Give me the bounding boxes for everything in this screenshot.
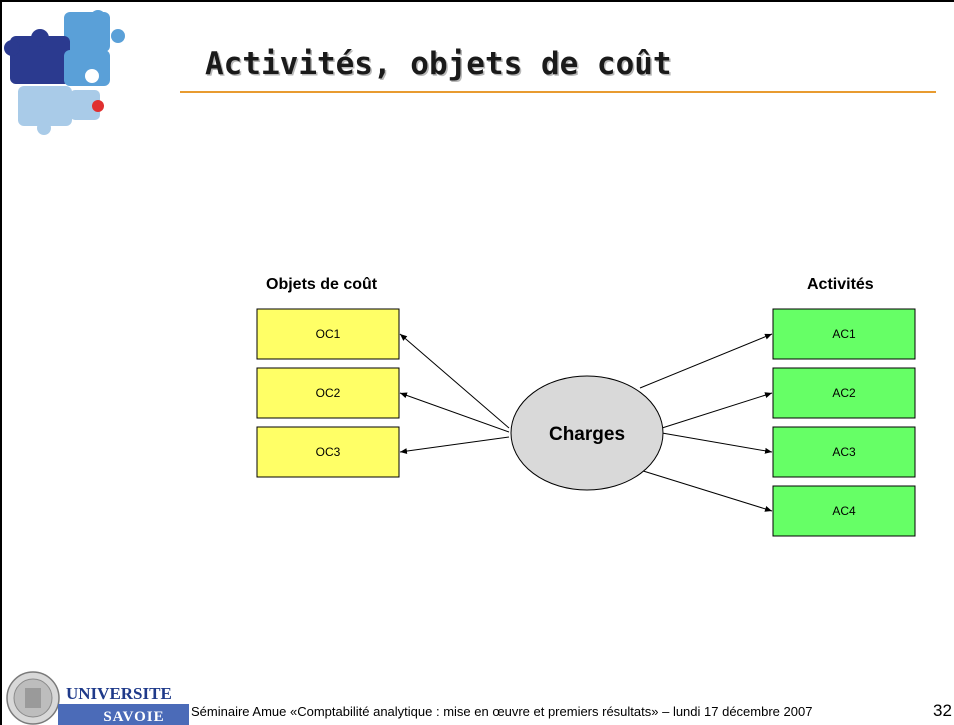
cost-object-box	[256, 308, 400, 360]
slide-border-left	[0, 0, 2, 725]
footer-text: Séminaire Amue «Comptabilité analytique …	[191, 704, 813, 719]
activity-label: AC3	[832, 445, 856, 459]
allocation-arrow	[661, 432, 773, 454]
page-number: 32	[933, 701, 952, 720]
activity-box	[772, 426, 916, 478]
activity-label: AC1	[832, 327, 856, 341]
charges-label: Charges	[549, 424, 625, 445]
cost-object-label: OC1	[316, 327, 341, 341]
activity-box	[772, 485, 916, 537]
allocation-arrow	[399, 392, 510, 433]
allocation-arrow	[639, 469, 773, 512]
allocation-arrow	[399, 436, 510, 455]
activity-box	[772, 308, 916, 360]
allocation-arrow	[399, 333, 510, 429]
slide-border-top	[0, 0, 954, 2]
cost-object-box	[256, 367, 400, 419]
cost-objects-header: Objets de coût	[266, 276, 378, 293]
logo-text: UNIVERSITE	[66, 684, 172, 703]
cost-object-label: OC3	[316, 445, 341, 459]
cost-object-box	[256, 426, 400, 478]
charges-node	[510, 375, 664, 491]
activity-label: AC4	[832, 504, 856, 518]
slide-title: Activités, objets de coût	[205, 46, 672, 82]
allocation-arrow	[661, 392, 773, 429]
universite-savoie-logo: UNIVERSITE SAVOIE	[6, 671, 189, 725]
puzzle-logo-icon	[4, 10, 125, 135]
activities-header: Activités	[807, 276, 874, 293]
activity-box	[772, 367, 916, 419]
title-underline	[180, 91, 936, 93]
cost-object-label: OC2	[316, 386, 341, 400]
activity-label: AC2	[832, 386, 856, 400]
allocation-arrow	[639, 333, 773, 389]
logo-subtext: SAVOIE	[103, 709, 164, 725]
